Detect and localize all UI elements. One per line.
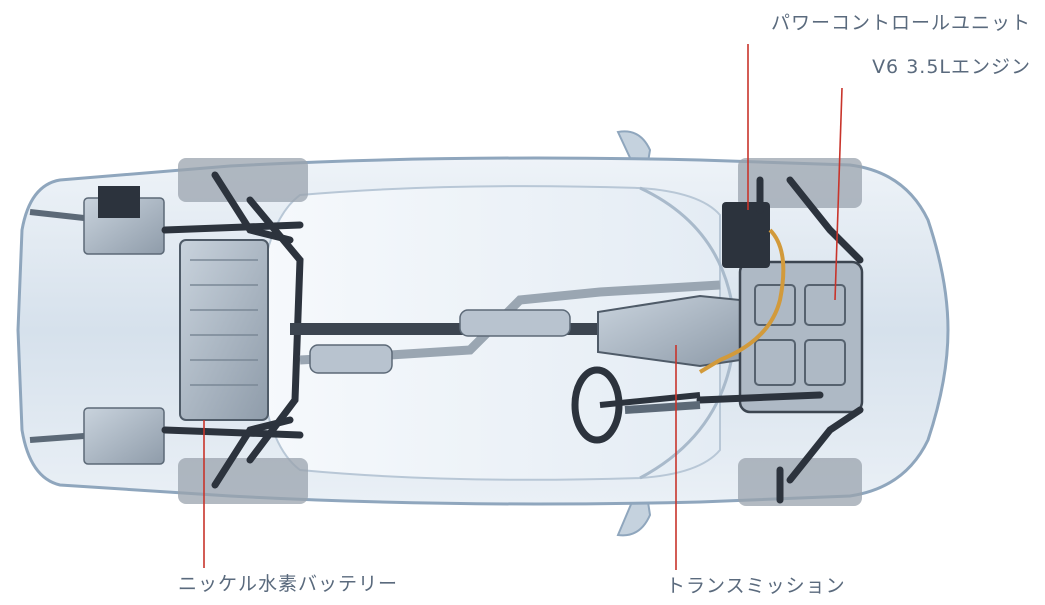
steering-column: [599, 392, 701, 408]
label-v6-engine: V6 3.5Lエンジン: [872, 56, 1031, 78]
power-control-unit: [722, 202, 770, 268]
center-muffler: [459, 309, 571, 337]
rear-box: [98, 186, 140, 218]
wheel-rear-top: [178, 158, 308, 202]
muffler-bottom: [83, 407, 165, 465]
engine-details: [754, 284, 846, 386]
catalytic-converter: [309, 344, 393, 374]
label-transmission: トランスミッション: [666, 575, 846, 597]
wheel-front-bottom: [738, 458, 862, 506]
steering-rack: [624, 401, 701, 414]
mirror-bottom: [616, 501, 652, 537]
nickel-metal-hydride-battery: [179, 239, 269, 421]
battery-ribs: [190, 259, 258, 386]
wheel-rear-bottom: [178, 458, 308, 504]
v6-engine-block: [738, 260, 864, 414]
orange-cables: [698, 228, 786, 374]
wheel-front-top: [738, 158, 862, 208]
leader-line-engine: [834, 87, 843, 301]
label-nickel-metal-hydride-battery: ニッケル水素バッテリー: [178, 573, 399, 595]
exhaust-tips: [29, 209, 85, 443]
front-suspension: [696, 176, 864, 504]
label-power-control-unit: パワーコントロールユニット: [770, 12, 1031, 34]
